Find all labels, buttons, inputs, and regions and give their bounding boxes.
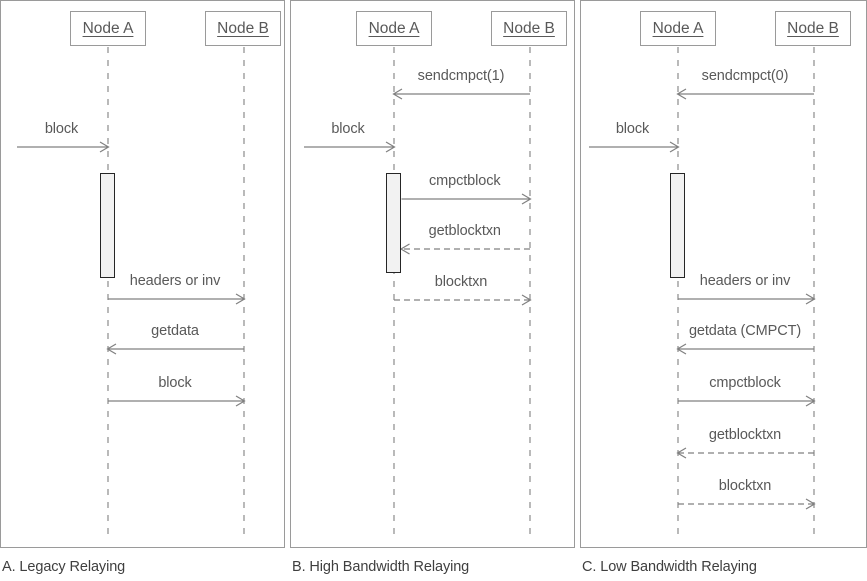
panel-a-lines [17, 47, 246, 539]
participant-label: Node A [652, 19, 704, 37]
message-label: blocktxn [434, 274, 488, 290]
participant-box-node-b[interactable]: Node B [775, 11, 851, 46]
message-label: sendcmpct(0) [701, 68, 789, 84]
message-label: getblocktxn [708, 427, 782, 443]
participant-box-node-a[interactable]: Node A [70, 11, 146, 46]
message-label: block [158, 375, 192, 391]
participant-label: Node A [368, 19, 420, 37]
activation-bar-node-a [385, 173, 401, 273]
diagram-panel-b [290, 0, 575, 548]
message-label: getblocktxn [428, 223, 501, 239]
panel-caption-b: B. High Bandwidth Relaying [292, 559, 470, 575]
panel-caption-c: C. Low Bandwidth Relaying [582, 559, 757, 575]
message-label: block [44, 121, 79, 137]
message-label: cmpctblock [709, 375, 781, 391]
message-label: headers or inv [699, 273, 791, 289]
message-label: block [615, 121, 650, 137]
activation-bar-node-a [669, 173, 685, 278]
participant-box-node-b[interactable]: Node B [205, 11, 281, 46]
panel-c-lines [589, 47, 816, 539]
panel-b-lines [304, 47, 532, 539]
participant-label: Node A [82, 19, 134, 37]
participant-box-node-a[interactable]: Node A [640, 11, 716, 46]
message-label: blocktxn [718, 478, 772, 494]
participant-label: Node B [217, 19, 269, 37]
message-label: getdata [151, 323, 199, 339]
message-label: block [331, 121, 365, 137]
message-label: sendcmpct(1) [417, 68, 505, 84]
activation-bar-node-a [99, 173, 115, 278]
panel-caption-a: A. Legacy Relaying [2, 559, 126, 575]
message-label: headers or inv [129, 273, 221, 289]
message-label: cmpctblock [428, 173, 501, 189]
participant-box-node-a[interactable]: Node A [356, 11, 432, 46]
message-label: getdata (CMPCT) [688, 323, 802, 339]
diagram-panel-a [0, 0, 285, 548]
participant-box-node-b[interactable]: Node B [491, 11, 567, 46]
participant-label: Node B [787, 19, 839, 37]
participant-label: Node B [503, 19, 555, 37]
